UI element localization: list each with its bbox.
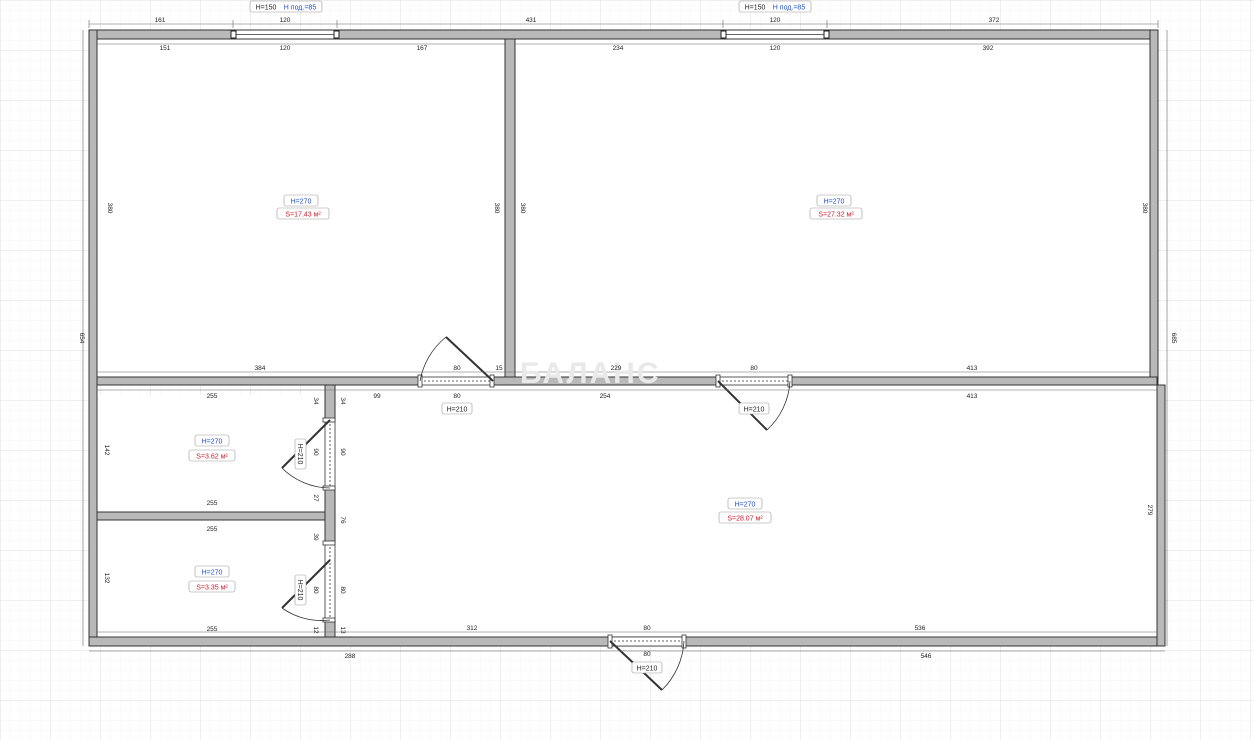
dimension-lines xyxy=(82,20,1168,652)
room-3-dim-wall-left: 34 xyxy=(312,397,319,405)
hall-dim-top-right: 413 xyxy=(967,393,978,400)
door-5-width-top: 80 xyxy=(643,625,651,632)
room-4-height: H=270 xyxy=(202,570,223,577)
hall-dim-bottom-left: 312 xyxy=(467,625,478,632)
room-3-dim-door-right: 90 xyxy=(339,448,346,456)
room-3-dim-lower: 27 xyxy=(312,494,319,502)
room-2-height: H=270 xyxy=(824,199,845,206)
door-1-jamb: 15 xyxy=(495,365,503,372)
window-label-1: H=150 H под.=85 xyxy=(249,0,323,13)
door-5-width-bottom: 80 xyxy=(643,651,651,658)
door-2-height: H=210 xyxy=(744,407,765,414)
wall-wc-right-3 xyxy=(324,619,336,638)
window-1-height: H=150 xyxy=(256,5,277,12)
room-1-dim-top-left: 151 xyxy=(160,45,171,52)
room-3-height: H=270 xyxy=(202,439,223,446)
dim-top-4: 120 xyxy=(770,17,781,24)
window-2-height: H=150 xyxy=(745,5,766,12)
room-2-dim-right: 380 xyxy=(1141,203,1148,214)
room-2-area: S=27.32 м² xyxy=(818,212,854,219)
door-1-height: H=210 xyxy=(447,407,468,414)
room-2-dim-bottom-left: 229 xyxy=(611,365,622,372)
window-2-sill: H под.=85 xyxy=(773,5,806,12)
wall-outer-right xyxy=(1149,29,1159,386)
hall-area: S=28.07 м² xyxy=(727,516,763,523)
room-3-dim-door-left: 90 xyxy=(312,448,319,456)
dim-bottom-1: 288 xyxy=(345,653,356,660)
door-label-1: H=210 xyxy=(441,402,473,415)
room-4-dim-bottom-left: 12 xyxy=(312,626,319,634)
hall-floor xyxy=(335,385,1157,637)
door-1-width-top: 80 xyxy=(453,365,461,372)
door-label-4: H=210 xyxy=(294,574,307,606)
room-4-dim-wall-between: 76 xyxy=(339,516,346,524)
room-4-floor xyxy=(97,520,325,637)
hall-dim-bottom-right: 536 xyxy=(915,625,926,632)
door-1-width-bottom: 80 xyxy=(453,393,461,400)
door-label-2: H=210 xyxy=(738,402,770,415)
hall-dim-top-left: 99 xyxy=(373,393,381,400)
room-4-dim-door-left: 80 xyxy=(312,586,319,594)
room-3-labels: H=270 S=3.62 м² xyxy=(188,434,236,462)
wall-outer-left xyxy=(88,29,98,647)
room-3-dim-bottom: 255 xyxy=(207,500,218,507)
room-2-dim-top-right: 392 xyxy=(983,45,994,52)
hall-dim-right: 279 xyxy=(1146,505,1153,516)
wall-wc-divider xyxy=(96,511,326,521)
room-4-dim-top: 255 xyxy=(207,526,218,533)
wall-mid-3 xyxy=(789,376,1158,386)
room-1-area: S=17.43 м² xyxy=(285,212,321,219)
room-1-dim-left: 380 xyxy=(106,203,113,214)
dim-top-2: 120 xyxy=(280,17,291,24)
dim-top-3: 431 xyxy=(526,17,537,24)
room-4-dim-left: 132 xyxy=(103,573,110,584)
dim-bottom-2: 546 xyxy=(921,653,932,660)
door-label-5: H=210 xyxy=(631,661,663,674)
room-3-dim-wall-right: 34 xyxy=(339,397,346,405)
dim-top-1: 161 xyxy=(155,17,166,24)
dim-top-5: 372 xyxy=(989,17,1000,24)
room-4-dim-door-right: 80 xyxy=(339,586,346,594)
door-3-height: H=210 xyxy=(296,444,303,465)
room-3-area: S=3.62 м² xyxy=(196,454,228,461)
door-5-height: H=210 xyxy=(637,666,658,673)
door-5 xyxy=(609,636,685,647)
dim-right-total: 685 xyxy=(1170,333,1177,344)
hall-dim-top-mid: 254 xyxy=(600,393,611,400)
wall-mid-1 xyxy=(96,376,421,386)
door-label-3: H=210 xyxy=(294,438,307,470)
room-1-height: H=270 xyxy=(291,199,312,206)
room-2-dim-left: 380 xyxy=(519,203,526,214)
room-3-dim-left: 142 xyxy=(103,445,110,456)
window-label-2: H=150 H под.=85 xyxy=(738,0,812,13)
wall-wc-right-2 xyxy=(324,487,336,544)
hall-labels: H=270 S=28.07 м² xyxy=(718,497,772,524)
room-4-area: S=3.35 м² xyxy=(196,585,228,592)
room-1-dim-top-right: 167 xyxy=(417,45,428,52)
door-2-width: 80 xyxy=(750,365,758,372)
door-4-height: H=210 xyxy=(296,580,303,601)
windows xyxy=(230,29,830,40)
room-4-labels: H=270 S=3.35 м² xyxy=(188,565,236,593)
room-2-dim-top-window: 120 xyxy=(770,45,781,52)
room-2-dim-top-left: 234 xyxy=(613,45,624,52)
room-2-dim-bottom-right: 413 xyxy=(967,365,978,372)
wall-room-divider xyxy=(504,38,516,378)
room-1-dim-bottom: 384 xyxy=(255,365,266,372)
room-4-dim-bottom-right: 13 xyxy=(339,626,346,634)
room-1-labels: H=270 S=17.43 м² xyxy=(276,194,330,220)
room-4-dim-bottom: 255 xyxy=(207,626,218,633)
room-3-dim-top: 255 xyxy=(207,393,218,400)
room-1-dim-top-window: 120 xyxy=(280,45,291,52)
dim-left-total: 654 xyxy=(78,333,85,344)
hall-height: H=270 xyxy=(735,502,756,509)
wall-outer-right-lower xyxy=(1156,384,1166,647)
window-1-sill: H под.=85 xyxy=(284,5,317,12)
watermark: БАЛАНС xyxy=(520,357,661,390)
room-1-dim-right: 380 xyxy=(493,203,500,214)
room-2-labels: H=270 S=27.32 м² xyxy=(809,194,863,220)
room-4-dim-wall-upper: 39 xyxy=(312,533,319,541)
